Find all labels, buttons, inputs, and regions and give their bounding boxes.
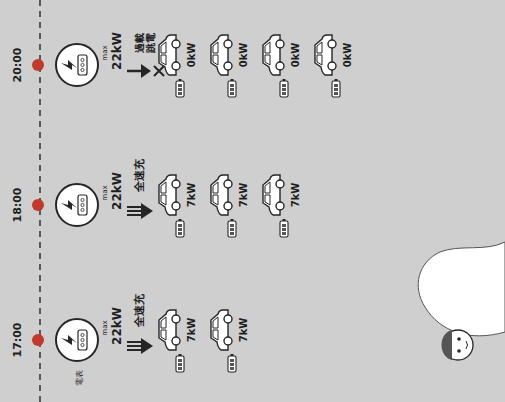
label-text: 0kW [238, 43, 249, 68]
power-arrow [127, 203, 153, 219]
label-text: 7kW [186, 183, 197, 208]
label-text: 電表 [76, 370, 85, 386]
label-text: 22kW [111, 307, 124, 345]
car-icon [211, 310, 236, 372]
car-icon [159, 35, 184, 97]
label-text: 22kW [111, 32, 124, 70]
mascot-body [418, 242, 505, 336]
mascot-face [442, 330, 474, 360]
label-text: 過載跳電 [134, 33, 156, 53]
label-text: 全速充 [134, 294, 146, 327]
label-text: 18:00 [12, 187, 24, 222]
car-icon [159, 175, 184, 237]
label-text: max [102, 45, 110, 60]
label-text: 7kW [238, 183, 249, 208]
charger-icon [32, 319, 98, 361]
label-text: max [102, 320, 110, 335]
label-text: 17:00 [12, 322, 24, 357]
power-arrow [127, 338, 153, 354]
label-text: 全速充 [134, 159, 146, 192]
label-text: 22kW [111, 172, 124, 210]
car-icon [315, 35, 340, 97]
car-icon [211, 175, 236, 237]
car-icon [263, 175, 288, 237]
charger-icon [32, 184, 98, 226]
car-icon [159, 310, 184, 372]
label-text: 7kW [238, 318, 249, 343]
label-text: 7kW [186, 318, 197, 343]
label-text: max [102, 185, 110, 200]
power-arrow [127, 64, 164, 78]
label-text: 0kW [186, 43, 197, 68]
label-text: 0kW [342, 43, 353, 68]
car-icon [263, 35, 288, 97]
charger-icon [32, 44, 98, 86]
car-icon [211, 35, 236, 97]
label-text: 20:00 [12, 47, 24, 82]
label-text: 7kW [290, 183, 301, 208]
label-text: 0kW [290, 43, 301, 68]
